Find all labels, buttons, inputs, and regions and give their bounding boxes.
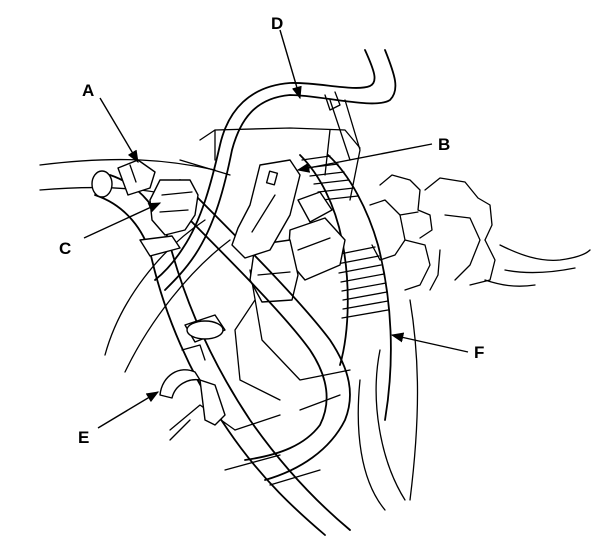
connector-cluster — [369, 174, 591, 291]
callout-c: C — [59, 239, 71, 258]
leader-lines — [83, 29, 469, 429]
hose-collar — [184, 314, 226, 343]
callout-e: E — [78, 428, 89, 447]
bracket-b — [231, 159, 301, 259]
hose-d — [154, 49, 397, 291]
callout-f: F — [474, 343, 484, 362]
harness-connectors — [249, 191, 346, 303]
clip-c — [139, 179, 199, 257]
callout-a: A — [82, 81, 94, 100]
callout-d: D — [271, 14, 283, 33]
clamp-e — [159, 344, 226, 441]
wire-harness — [299, 154, 392, 421]
callout-b: B — [438, 135, 450, 154]
